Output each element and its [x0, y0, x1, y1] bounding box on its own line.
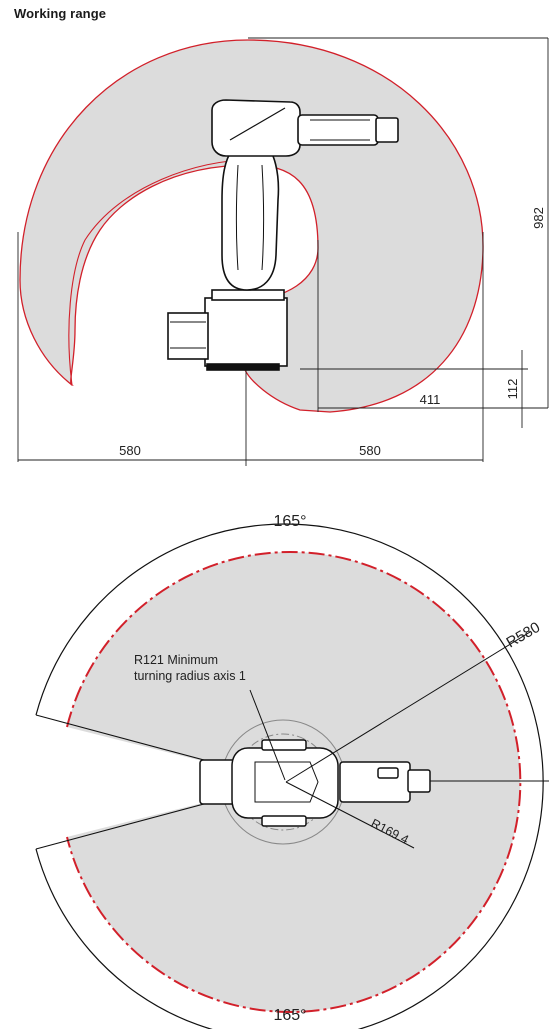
- leader-r121: [249, 689, 286, 781]
- robot-top-forearm: [339, 761, 411, 803]
- side-inner-boundary: [68, 159, 249, 386]
- angle-top-label: 165°: [273, 513, 306, 530]
- robot-side-view: [167, 99, 399, 371]
- robot-lower-arm: [221, 139, 280, 291]
- side-view: 580 580 411 112 982: [17, 37, 549, 466]
- top-working-boundary: [66, 551, 522, 1013]
- side-dimensions: [17, 37, 549, 466]
- min-radius-label-line1: R121 Minimum: [134, 653, 218, 667]
- radius-outer-label: R580: [504, 619, 544, 652]
- robot-top-view: [199, 739, 431, 827]
- leader-r580: [285, 631, 531, 783]
- robot-base-flange: [211, 289, 285, 301]
- angle-bottom-label: 165°: [273, 1007, 306, 1024]
- robot-base: [204, 297, 288, 367]
- robot-elbow: [211, 99, 301, 157]
- robot-wrist: [375, 117, 399, 143]
- robot-top-body: [231, 747, 339, 819]
- dim-total-height: 982: [531, 207, 546, 229]
- leader-r169: [285, 781, 415, 849]
- dim-base-height: 112: [505, 379, 520, 400]
- top-view: 165° 165° R580 R169.4 R121 Minimum turni…: [35, 513, 549, 1029]
- top-outer-limit-arc: [35, 523, 544, 1029]
- robot-top-wrist: [407, 769, 431, 793]
- dim-right-width: 580: [359, 443, 381, 458]
- dim-left-width: 580: [119, 443, 141, 458]
- robot-cable-box: [167, 312, 209, 360]
- min-radius-label-line2: turning radius axis 1: [134, 669, 246, 683]
- dim-inner-reach: 411: [420, 392, 441, 407]
- page-title: Working range: [14, 6, 107, 21]
